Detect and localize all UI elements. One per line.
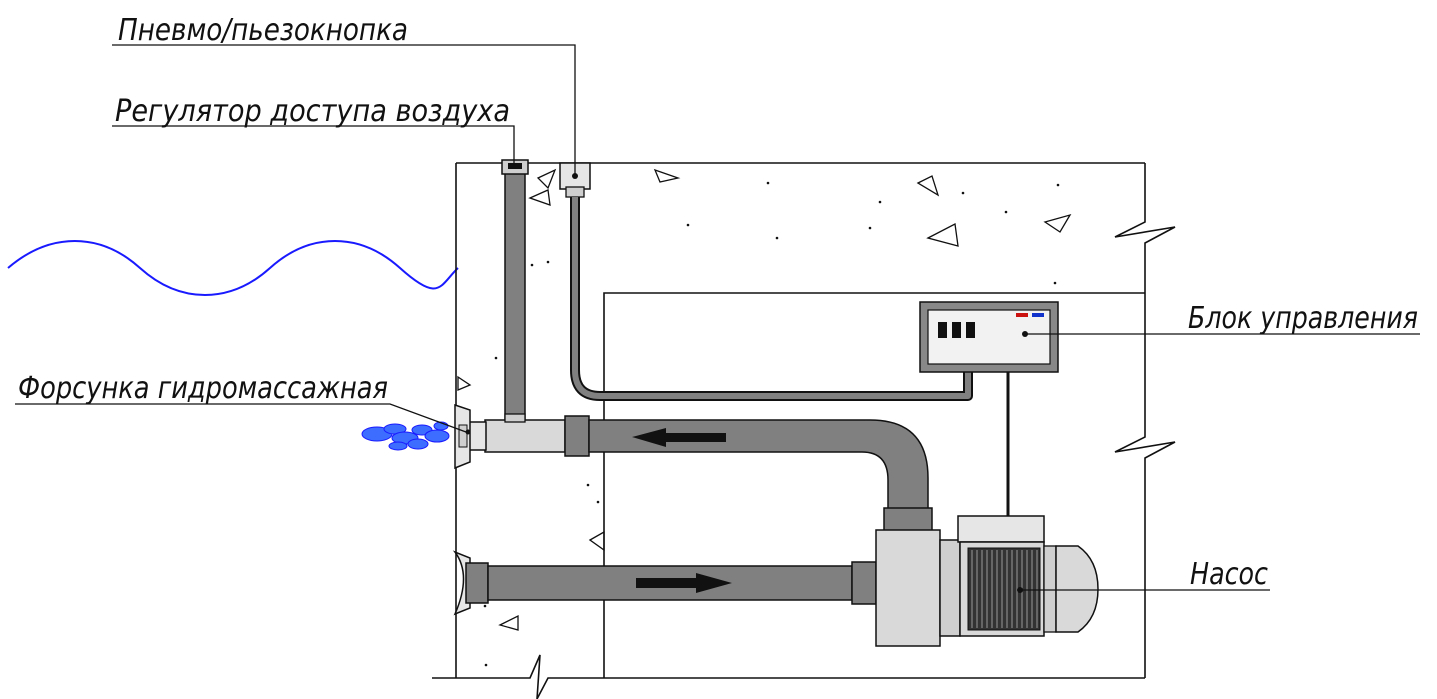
concrete-dots [483, 181, 1060, 667]
leader-lines [15, 44, 1420, 591]
water-surface-wave [7, 240, 459, 296]
pneumo-hose [570, 197, 973, 401]
label-air-regulator: Регулятор доступа воздуха [115, 94, 510, 129]
pressure-pipe [484, 413, 933, 533]
arrow-left-icon [632, 428, 726, 447]
pump-icon [875, 515, 1099, 647]
nozzle-icon [454, 403, 487, 470]
arrow-right-icon [636, 573, 732, 593]
control-unit-icon [919, 301, 1059, 373]
air-regulator-tube [501, 159, 529, 421]
label-pneumo-button: Пневмо/пьезокнопка [118, 13, 408, 48]
led-red-icon [1016, 313, 1028, 317]
water-bubbles [361, 421, 450, 451]
label-nozzle: Форсунка гидромассажная [18, 371, 388, 406]
label-pump: Насос [1190, 557, 1268, 592]
led-blue-icon [1032, 313, 1044, 317]
concrete-texture [457, 168, 1072, 631]
label-control-unit: Блок управления [1188, 301, 1418, 336]
suction-pipe [452, 550, 877, 616]
